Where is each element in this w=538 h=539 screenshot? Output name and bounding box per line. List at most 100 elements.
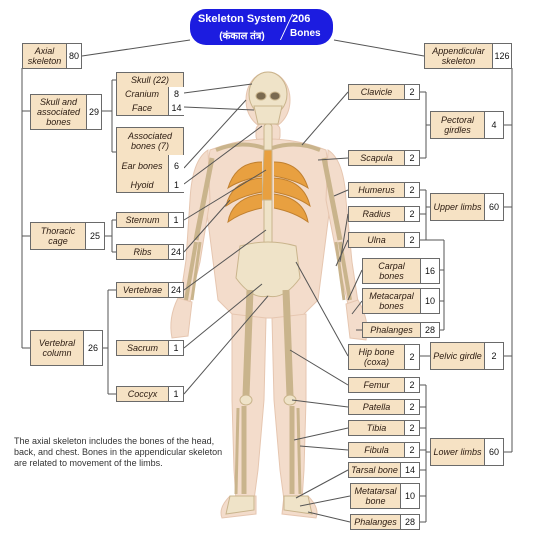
foot-phalanges-label: Phalanges [354,517,397,527]
metacarpal-bones-count: 10 [420,289,439,313]
sacrum-label: Sacrum [126,343,158,353]
tarsal-bone-label: Tarsal bone [351,465,398,475]
hyoid-count: 1 [168,177,184,192]
pectoral-girdles-count: 4 [484,112,503,138]
ribs-box: Ribs 24 [116,244,184,260]
femur-label: Femur [363,380,390,390]
vertebral-column-box: Vertebral column 26 [30,330,103,366]
radius-count: 2 [404,207,419,221]
humerus-count: 2 [404,183,419,197]
ulna-box: Ulna 2 [348,232,420,248]
pectoral-girdles-box: Pectoral girdles 4 [430,111,504,139]
axial-skeleton-box: Axial skeleton 80 [22,43,82,69]
clavicle-box: Clavicle 2 [348,84,420,100]
patella-label: Patella [362,402,391,412]
tibia-box: Tibia 2 [348,420,420,436]
skull-associated-box: Skull and associated bones 29 [30,94,102,130]
hip-bone-count: 2 [404,345,419,369]
metatarsal-bone-count: 10 [400,484,419,508]
metatarsal-bone-box: Metatarsal bone 10 [350,483,420,509]
pectoral-girdles-label: Pectoral girdles [440,115,475,135]
appendicular-skeleton-box: Appendicular skeleton 126 [424,43,512,69]
scapula-label: Scapula [360,153,393,163]
vertebral-column-count: 26 [83,331,102,365]
skeleton-bones [184,71,352,515]
foot-phalanges-count: 28 [400,515,419,529]
ribs-label: Ribs [133,247,152,257]
vertebrae-box: Vertebrae 24 [116,282,184,298]
clavicle-label: Clavicle [360,87,393,97]
tarsal-bone-box: Tarsal bone 14 [348,462,420,478]
hyoid-label: Hyoid [130,179,154,190]
appendicular-skeleton-label: Appendicular skeleton [432,46,485,66]
tibia-count: 2 [404,421,419,435]
upper-limbs-count: 60 [484,194,503,220]
ear-bones-label: Ear bones [121,161,163,171]
patella-box: Patella 2 [348,399,420,415]
scapula-box: Scapula 2 [348,150,420,166]
title-total-count: 206 [292,13,311,25]
pelvic-girdle-label: Pelvic girdle [433,351,482,361]
thoracic-cage-box: Thoracic cage 25 [30,222,105,250]
cranium-count: 8 [168,87,184,101]
coccyx-label: Coccyx [127,389,158,399]
lower-limbs-count: 60 [484,439,503,465]
metacarpal-bones-box: Metacarpal bones 10 [362,288,440,314]
tibia-label: Tibia [366,423,387,433]
vertebrae-label: Vertebrae [122,285,163,295]
skull-associated-count: 29 [86,95,101,129]
carpal-bones-count: 16 [420,259,439,283]
ribs-count: 24 [168,245,183,259]
hip-bone-label: Hip bone (coxa) [358,347,395,367]
foot-phalanges-box: Phalanges 28 [350,514,420,530]
caption-text: The axial skeleton includes the bones of… [14,436,223,468]
associated-bones-label: Associated bones (7) [127,131,173,151]
tarsal-bone-count: 14 [400,463,419,477]
lower-limbs-box: Lower limbs 60 [430,438,504,466]
appendicular-skeleton-count: 126 [492,44,511,68]
upper-limbs-label: Upper limbs [433,202,482,212]
sternum-box: Sternum 1 [116,212,184,228]
ear-bones-count: 6 [168,155,184,177]
coccyx-box: Coccyx 1 [116,386,184,402]
metacarpal-bones-label: Metacarpal bones [369,291,414,311]
femur-count: 2 [404,378,419,392]
title-total-label: Bones [290,28,321,39]
sacrum-count: 1 [168,341,183,355]
patella-count: 2 [404,400,419,414]
thoracic-cage-label: Thoracic cage [40,226,76,246]
hand-phalanges-count: 28 [420,323,439,337]
vertebral-column-label: Vertebral column [38,338,76,358]
humerus-box: Humerus 2 [348,182,420,198]
face-label: Face [131,103,152,113]
humerus-label: Humerus [358,185,395,195]
femur-box: Femur 2 [348,377,420,393]
hand-phalanges-label: Phalanges [370,325,413,335]
lower-limbs-label: Lower limbs [433,447,482,457]
pelvic-girdle-box: Pelvic girdle 2 [430,342,504,370]
coccyx-count: 1 [168,387,183,401]
vertebrae-count: 24 [168,283,183,297]
clavicle-count: 2 [404,85,419,99]
fibula-label: Fibula [364,445,389,455]
carpal-bones-box: Carpal bones 16 [362,258,440,284]
connector-lines [21,39,513,523]
axial-skeleton-label: Axial skeleton [27,46,62,66]
radius-box: Radius 2 [348,206,420,222]
sternum-label: Sternum [125,215,160,225]
hand-phalanges-box: Phalanges 28 [362,322,440,338]
title-name: Skeleton System [197,13,287,25]
skull-label: Skull (22) [130,74,169,85]
face-count: 14 [168,101,184,115]
upper-limbs-box: Upper limbs 60 [430,193,504,221]
hip-bone-box: Hip bone (coxa) 2 [348,344,420,370]
fibula-count: 2 [404,443,419,457]
skull-associated-label: Skull and associated bones [36,97,81,127]
diagram-title: Skeleton System (कंकाल तंत्र) 206 Bones [190,9,333,45]
metatarsal-bone-label: Metatarsal bone [354,486,397,506]
radius-label: Radius [362,209,391,219]
ulna-label: Ulna [367,235,386,245]
title-name-hindi: (कंकाल तंत्र) [219,31,265,42]
